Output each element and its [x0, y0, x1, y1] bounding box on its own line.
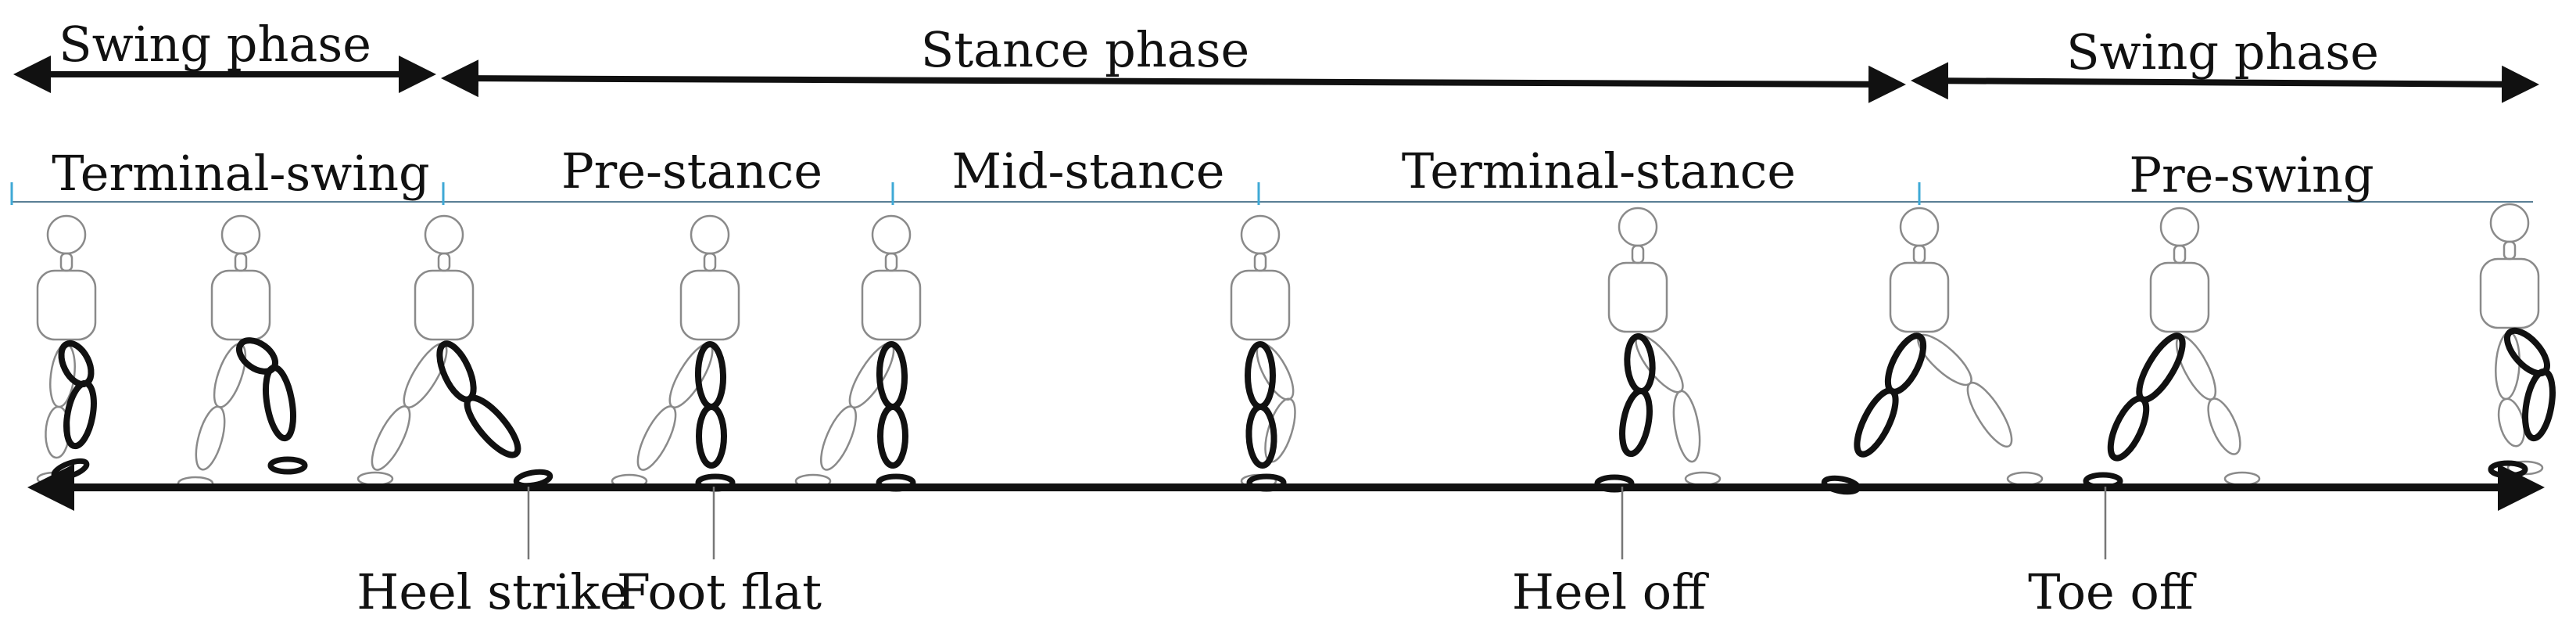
figure-torso — [1230, 269, 1291, 341]
figure-torso — [2479, 257, 2540, 329]
subphase-label-pre-swing: Pre-swing — [2129, 146, 2374, 203]
figure-front-leg-thigh — [2136, 332, 2186, 403]
figure-neck — [1631, 244, 1645, 264]
figure-front-leg-shank — [464, 394, 521, 458]
figure-neck — [2503, 240, 2517, 261]
figure-front-leg-shank — [877, 404, 908, 469]
figure-back-leg-shank — [1966, 381, 2013, 448]
figure-torso — [1889, 261, 1950, 333]
event-label-toe-off: Toe off — [2028, 563, 2197, 620]
figure-front-leg-shank — [1245, 403, 1277, 469]
figure-front-leg-shank — [696, 404, 727, 469]
walking-figure — [1230, 214, 1296, 492]
walking-figure — [611, 214, 740, 492]
walking-figures — [36, 203, 2556, 495]
walking-figure — [177, 214, 308, 491]
event-label-heel-off: Heel off — [1512, 563, 1709, 620]
figure-back-leg-thigh — [848, 342, 895, 409]
walking-figure — [1594, 207, 1722, 493]
figure-back-leg-foot — [2223, 471, 2261, 487]
figure-front-leg-shank — [2522, 368, 2556, 442]
figure-back-leg-shank — [1672, 390, 1701, 463]
figure-torso — [414, 269, 475, 341]
figure-neck — [1253, 252, 1267, 272]
figure-neck — [59, 252, 73, 272]
figure-front-leg-thigh — [876, 340, 908, 411]
figure-back-leg-shank — [2207, 397, 2241, 455]
figure-front-leg-thigh — [436, 340, 477, 403]
figure-back-leg-foot — [1684, 471, 1722, 487]
figure-front-leg-thigh — [236, 337, 278, 375]
subphase-timeline — [10, 182, 2533, 205]
figure-front-leg-shank — [2107, 395, 2150, 462]
figure-back-leg-shank — [371, 405, 411, 471]
figure-head — [46, 214, 87, 255]
event-pointers — [527, 487, 2107, 559]
subphase-label-pre-stance: Pre-stance — [561, 142, 822, 199]
swing-phase-arrow-right — [1911, 62, 2539, 103]
figure-head — [871, 214, 912, 255]
figure-front-leg-thigh — [1245, 341, 1276, 410]
walking-figure — [2083, 207, 2261, 491]
figure-front-leg-shank — [1619, 387, 1653, 458]
subphase-label-terminal-stance: Terminal-stance — [1402, 142, 1796, 199]
figure-neck — [703, 252, 717, 272]
figure-head — [220, 214, 261, 255]
figure-front-leg-shank — [1854, 387, 1899, 458]
stance-phase-arrow — [441, 59, 1906, 103]
figure-back-leg-shank — [636, 405, 677, 471]
figure-head — [424, 214, 464, 255]
subphase-label-terminal-swing: Terminal-swing — [52, 145, 430, 202]
figure-front-leg-thigh — [1624, 332, 1656, 395]
figure-back-leg-shank — [819, 405, 858, 471]
walking-figure — [794, 214, 922, 492]
figure-back-leg-foot — [356, 471, 394, 487]
figure-front-leg-thigh — [58, 340, 95, 388]
figure-neck — [437, 252, 451, 272]
phase-label-swing-left: Swing phase — [59, 16, 371, 73]
figure-back-leg-thigh — [213, 343, 247, 408]
figure-back-leg-shank — [195, 405, 226, 471]
walking-figure — [1821, 207, 2044, 495]
figure-neck — [234, 252, 248, 272]
phase-label-swing-right: Swing phase — [2066, 23, 2379, 81]
figure-back-leg-thigh — [668, 343, 714, 408]
figure-torso — [210, 269, 271, 341]
figure-head — [1899, 207, 1940, 247]
figure-back-leg-foot — [2006, 471, 2044, 487]
event-label-heel-strike: Heel strike — [356, 563, 628, 620]
figure-torso — [2149, 261, 2210, 333]
figure-torso — [36, 269, 97, 341]
walking-figure — [2479, 203, 2556, 479]
figure-head — [2489, 203, 2530, 243]
figure-head — [2159, 207, 2200, 247]
figure-neck — [884, 252, 898, 272]
figure-torso — [861, 269, 922, 341]
figure-head — [1618, 207, 1658, 247]
figure-torso — [1607, 261, 1668, 333]
subphase-label-mid-stance: Mid-stance — [952, 142, 1225, 199]
figure-head — [690, 214, 730, 255]
walking-figure — [356, 214, 554, 489]
event-label-foot-flat: Foot flat — [617, 563, 822, 620]
figure-torso — [679, 269, 740, 341]
walking-figure — [36, 214, 97, 487]
figure-front-leg-thigh — [694, 340, 727, 411]
figure-head — [1240, 214, 1281, 255]
figure-front-leg-thigh — [1884, 332, 1927, 395]
figure-front-leg-foot — [267, 456, 308, 475]
figure-front-leg-shank — [263, 364, 296, 442]
figure-neck — [1912, 244, 1926, 264]
phase-arrows — [13, 56, 2539, 103]
phase-label-stance: Stance phase — [921, 21, 1250, 78]
figure-neck — [2173, 244, 2187, 264]
figure-front-leg-foot — [51, 458, 90, 481]
figure-front-leg-shank — [63, 379, 97, 450]
